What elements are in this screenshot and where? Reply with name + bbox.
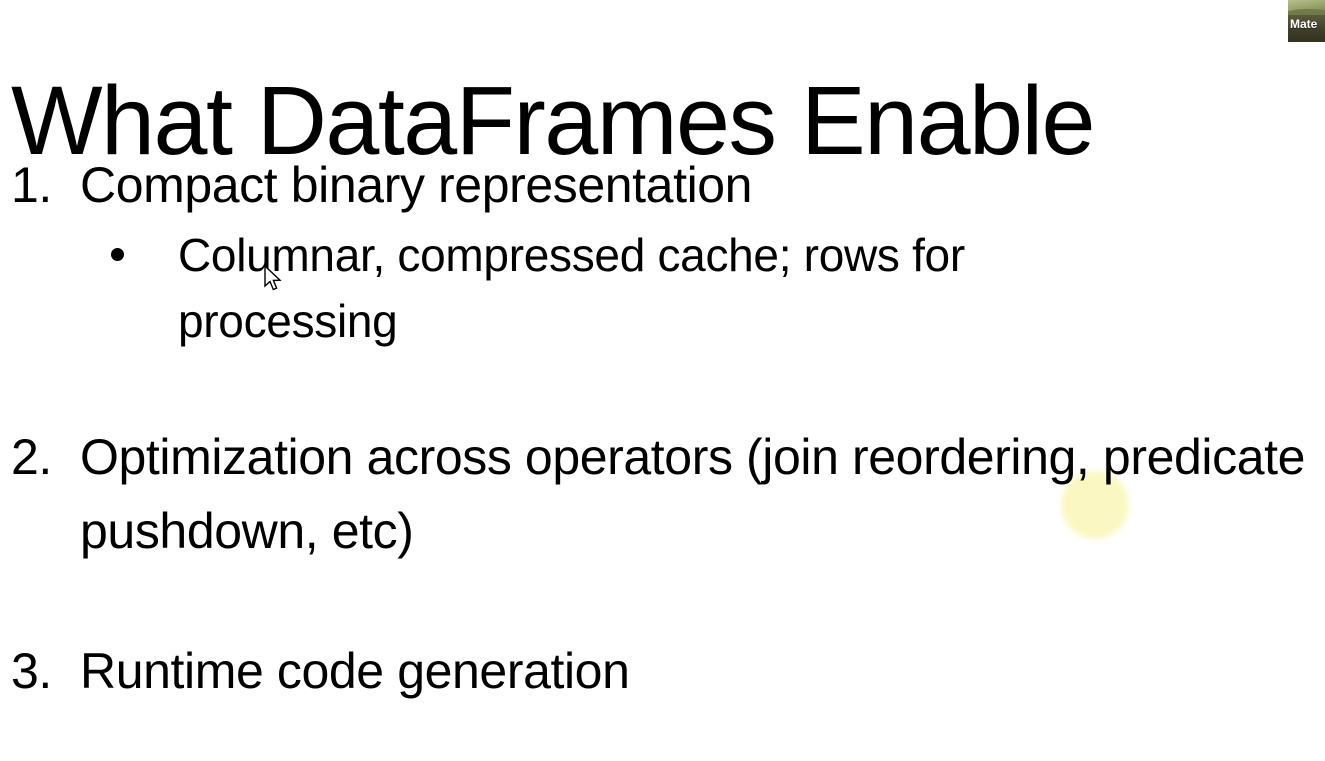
presenter-name-label: Mate: [1290, 17, 1318, 31]
list-item-2: 2. Optimization across operators (join r…: [0, 420, 1325, 568]
bullet-dot-icon: [111, 248, 124, 261]
sub-list-item-1-1-text: Columnar, compressed cache; rows for pro…: [178, 229, 965, 347]
list-marker-2: 2.: [11, 429, 52, 485]
thumbnail-ground: [1288, 15, 1325, 42]
slide-title: What DataFrames Enable: [11, 65, 1095, 175]
spacer-2: [0, 568, 1325, 634]
list-item-3-text: Runtime code generation: [80, 643, 630, 699]
thumbnail-ridge: [1288, 9, 1325, 21]
slide-body-list: 1. Compact binary representation Columna…: [0, 148, 1325, 708]
spacer-1: [0, 354, 1325, 420]
list-item-1-text: Compact binary representation: [80, 157, 753, 213]
list-item-1: 1. Compact binary representation: [0, 148, 1325, 222]
presenter-video-thumbnail[interactable]: Mate: [1288, 0, 1325, 42]
list-item-3: 3. Runtime code generation: [0, 634, 1325, 708]
list-marker-3: 3.: [11, 643, 52, 699]
sub-list-1: Columnar, compressed cache; rows for pro…: [0, 222, 1325, 354]
list-item-2-text: Optimization across operators (join reor…: [80, 429, 1306, 559]
list-marker-1: 1.: [11, 157, 52, 213]
sub-list-item-1-1: Columnar, compressed cache; rows for pro…: [0, 222, 1325, 354]
